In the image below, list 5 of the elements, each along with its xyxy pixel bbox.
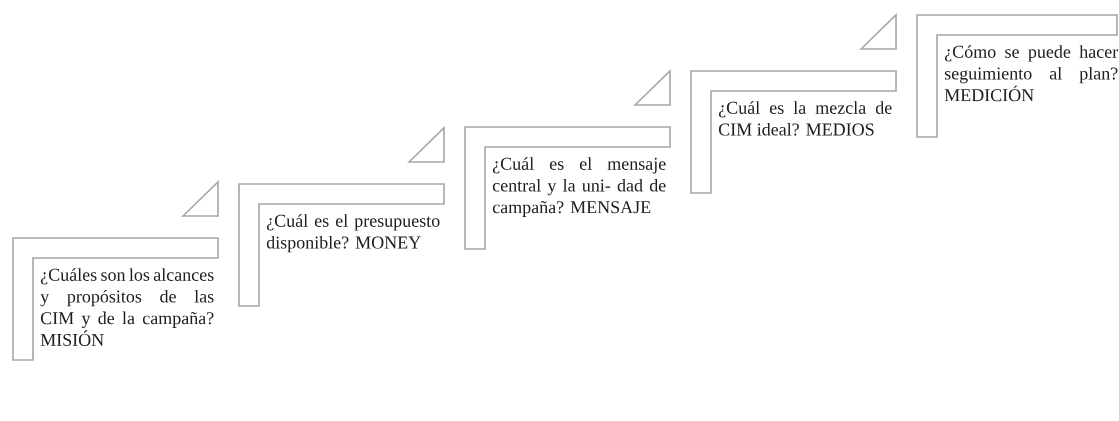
step-box: ¿Cuál es el presupuesto disponible? MONEY bbox=[238, 183, 445, 307]
step-box: ¿Cuáles son los alcances y propósitos de las CIM y de la campaña? MISIÓN bbox=[12, 237, 219, 361]
step-box: ¿Cómo se puede hacer seguimiento al plan? MEDICIÓN bbox=[916, 14, 1119, 138]
step-box: ¿Cuál es el mensaje central y la uni- dad de campaña? MENSAJE bbox=[464, 126, 671, 250]
step-box: ¿Cuál es la mezcla de CIM ideal? MEDIOS bbox=[690, 70, 897, 194]
